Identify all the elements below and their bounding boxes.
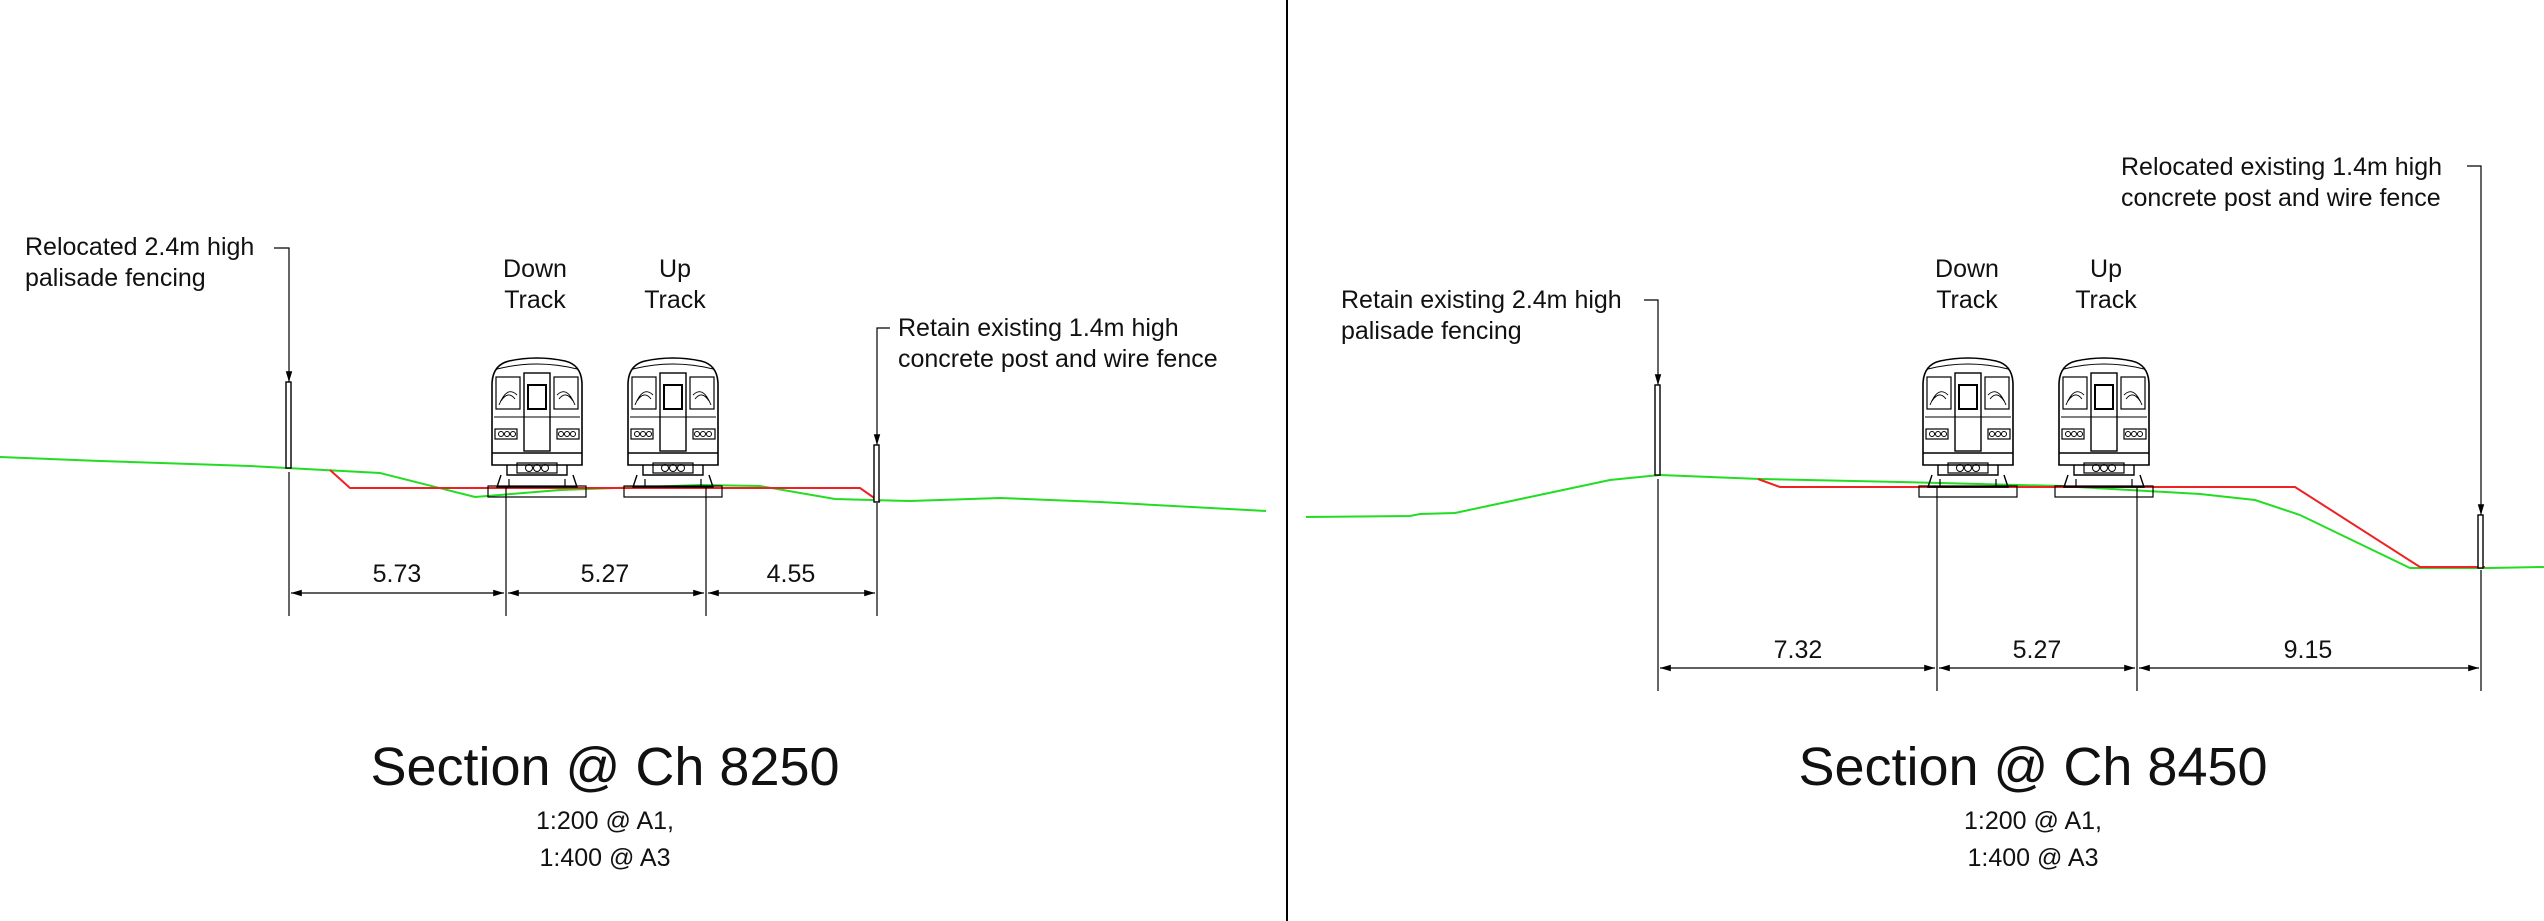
right-section-scale-line1: 1:200 @ A1,	[1964, 807, 2102, 835]
right-down-track-label-line2: Track	[1936, 286, 1998, 314]
right-up-track-label-line1: Up	[2090, 255, 2122, 283]
left-up-track-sleeper	[623, 485, 723, 498]
right-palisade-note-line2: palisade fencing	[1341, 317, 1522, 345]
left-section-scale-line2: 1:400 @ A3	[539, 844, 670, 872]
left-section-scale-line1: 1:200 @ A1,	[536, 807, 674, 835]
right-dimension-value: 7.32	[1774, 636, 1823, 664]
left-dimension-value: 5.73	[373, 560, 422, 588]
left-dimension-value: 4.55	[767, 560, 816, 588]
right-section-title: Section @ Ch 8450	[1798, 737, 2267, 797]
left-proposed-formation-line	[329, 469, 881, 503]
left-up-track-label-line1: Up	[659, 255, 691, 283]
right-up-track-label-line2: Track	[2075, 286, 2137, 314]
right-down-track-sleeper	[1918, 485, 2018, 498]
right-dimension-value: 9.15	[2284, 636, 2333, 664]
left-up-track-label-line2: Track	[644, 286, 706, 314]
left-wire-fence-note-line1: Retain existing 1.4m high	[898, 314, 1179, 342]
left-down-track-sleeper	[487, 485, 587, 498]
left-dimension-value: 5.27	[581, 560, 630, 588]
right-wire-fence-post	[2477, 514, 2484, 569]
left-wire-fence-leader-line	[873, 327, 890, 445]
right-wire-fence-note-line1: Relocated existing 1.4m high	[2121, 153, 2442, 181]
left-palisade-note-line1: Relocated 2.4m high	[25, 233, 254, 261]
left-palisade-leader-line	[274, 247, 293, 382]
right-down-track-label-line1: Down	[1935, 255, 1999, 283]
left-up-track-train-icon	[627, 357, 719, 488]
right-down-track-train-icon	[1922, 357, 2014, 488]
right-section-scale-line2: 1:400 @ A3	[1967, 844, 2098, 872]
right-proposed-formation-line	[1757, 478, 2485, 568]
left-down-track-label-line2: Track	[504, 286, 566, 314]
right-existing-ground-line	[1305, 473, 2544, 569]
left-palisade-note-line2: palisade fencing	[25, 264, 206, 292]
right-palisade-leader-line	[1644, 299, 1662, 385]
left-existing-ground-line	[0, 456, 1267, 512]
left-down-track-train-icon	[491, 357, 583, 488]
left-section-title: Section @ Ch 8250	[370, 737, 839, 797]
right-palisade-fence-post	[1654, 384, 1661, 476]
left-wire-fence-post	[873, 444, 880, 503]
right-wire-fence-leader-line	[2467, 165, 2485, 515]
right-section: Retain existing 2.4m high palisade fenci…	[1305, 153, 2544, 872]
right-dimension-value: 5.27	[2013, 636, 2062, 664]
left-section: Relocated 2.4m high palisade fencing Ret…	[0, 233, 1267, 872]
right-palisade-note-line1: Retain existing 2.4m high	[1341, 286, 1622, 314]
left-down-track-label-line1: Down	[503, 255, 567, 283]
right-up-track-train-icon	[2058, 357, 2150, 488]
right-up-track-sleeper	[2054, 485, 2154, 498]
right-wire-fence-note-line2: concrete post and wire fence	[2121, 184, 2441, 212]
left-palisade-fence-post	[285, 381, 292, 469]
left-wire-fence-note-line2: concrete post and wire fence	[898, 345, 1218, 373]
